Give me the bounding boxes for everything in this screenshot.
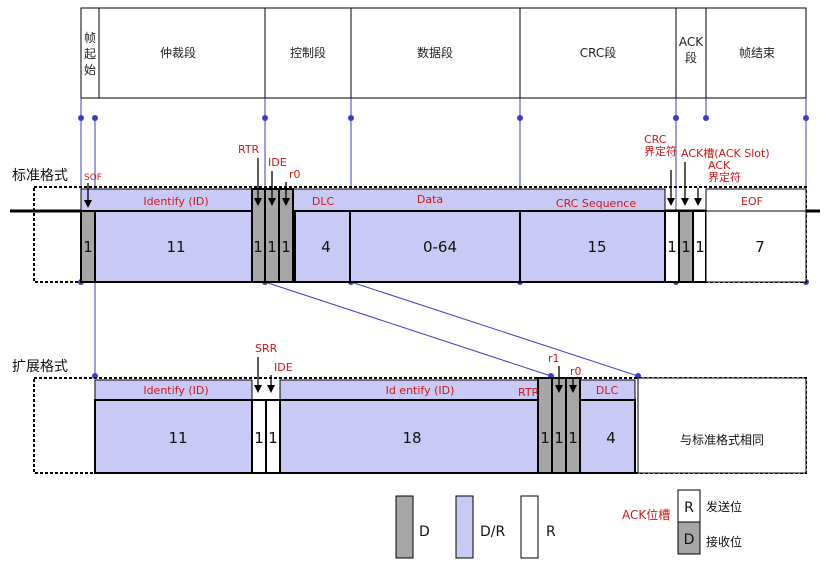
- std-ack-delim-bits: 1: [695, 238, 705, 256]
- std-sof-bits: 1: [83, 238, 93, 256]
- std-crc-delim-bits: 1: [667, 238, 677, 256]
- std-crc-bits: 15: [587, 238, 606, 256]
- ext-arrow-heads: [254, 385, 577, 393]
- std-rtr-tag: RTR: [238, 143, 260, 156]
- std-eof-field: [705, 210, 807, 283]
- ext-dlc-label: DLC: [596, 384, 619, 397]
- ext-r0-tag: r0: [570, 365, 582, 378]
- header-eof: 帧结束: [739, 46, 775, 60]
- ext-annotation-arrows: [257, 357, 574, 386]
- std-id-field: [94, 210, 253, 283]
- std-ack-slot-tag: ACK槽(ACK Slot): [681, 147, 770, 160]
- standard-format: 标准格式 Identify (ID) DLC Data CRC Sequence…: [10, 133, 820, 283]
- legend-dr-label: D/R: [480, 524, 505, 540]
- ext-srr-bits: 1: [254, 429, 264, 447]
- extended-title: 扩展格式: [12, 359, 68, 375]
- std-rtr-bits: 1: [253, 238, 263, 256]
- ext-rtr-bit: [537, 377, 553, 474]
- legend: D D/R R ACK位槽 R D 发送位 接收位: [395, 489, 742, 559]
- std-eof-label: EOF: [741, 195, 763, 208]
- ext-r1-bits: 1: [554, 429, 564, 447]
- std-dlc-field: [294, 210, 351, 283]
- legend-d-label: D: [419, 524, 430, 540]
- legend-r-label: R: [546, 524, 556, 540]
- legend-r-swatch: [520, 495, 539, 559]
- ext-ide-bits: 1: [268, 429, 278, 447]
- header-arbitration: 仲裁段: [160, 45, 196, 60]
- std-crc-field: [519, 210, 666, 283]
- std-crc-label: CRC Sequence: [556, 197, 636, 210]
- header-crc: CRC段: [580, 45, 617, 60]
- legend-dr-swatch: [455, 495, 474, 559]
- ext-r0-bits: 1: [568, 429, 578, 447]
- same-as-standard-text: 与标准格式相同: [680, 432, 764, 447]
- std-id-bits: 11: [166, 238, 185, 256]
- ext-rtr-tag: RTR: [518, 386, 540, 399]
- std-data-field: [349, 210, 521, 283]
- ext-id1-field: [94, 399, 253, 474]
- ext-ide-tag: IDE: [274, 361, 293, 374]
- std-dlc-label: DLC: [312, 195, 335, 208]
- ext-id2-bits: 18: [402, 429, 421, 447]
- std-dlc-bits: 4: [321, 238, 331, 256]
- standard-title: 标准格式: [12, 168, 68, 184]
- ext-dlc-bits: 4: [606, 429, 616, 447]
- header-sof: 帧起始: [84, 31, 96, 77]
- std-ide-bits: 1: [267, 238, 277, 256]
- std-id-label: Identify (ID): [143, 195, 208, 208]
- std-ide-tag: IDE: [268, 156, 287, 169]
- legend-ack-r-letter: R: [684, 500, 694, 516]
- ext-srr-tag: SRR: [255, 342, 278, 355]
- std-ack-bits: 1: [681, 238, 691, 256]
- ext-r1-tag: r1: [548, 352, 560, 365]
- std-data-bits: 0-64: [423, 238, 457, 256]
- same-as-standard-box: [637, 377, 807, 474]
- std-eof-bits: 7: [755, 238, 765, 256]
- std-sof-tag: SOF: [84, 173, 102, 183]
- legend-ack-d-letter: D: [684, 532, 695, 548]
- ext-id1-bits: 11: [168, 429, 187, 447]
- legend-d-swatch: [395, 495, 414, 559]
- legend-ack-d-key: [677, 521, 701, 555]
- ext-id2-label: Id entify (ID): [386, 384, 455, 397]
- std-data-label: Data: [417, 193, 443, 206]
- header-control: 控制段: [290, 45, 326, 60]
- legend-ack-slot-title: ACK位槽: [622, 507, 670, 522]
- header-data: 数据段: [417, 45, 453, 60]
- ext-rtr-bits: 1: [540, 429, 550, 447]
- header-frame: [80, 7, 807, 99]
- extended-format: 扩展格式 Identify (ID) Id entify (ID) DLC RT…: [12, 342, 807, 474]
- std-r0-tag: r0: [289, 168, 301, 181]
- ext-dlc-field: [579, 399, 636, 474]
- ext-id2-field: [279, 399, 539, 474]
- legend-ack-d-text: 接收位: [706, 534, 742, 549]
- std-r0-bits: 1: [281, 238, 291, 256]
- std-arrow-heads: [84, 198, 702, 208]
- legend-ack-r-text: 发送位: [706, 499, 742, 514]
- ext-id1-label: Identify (ID): [143, 384, 208, 397]
